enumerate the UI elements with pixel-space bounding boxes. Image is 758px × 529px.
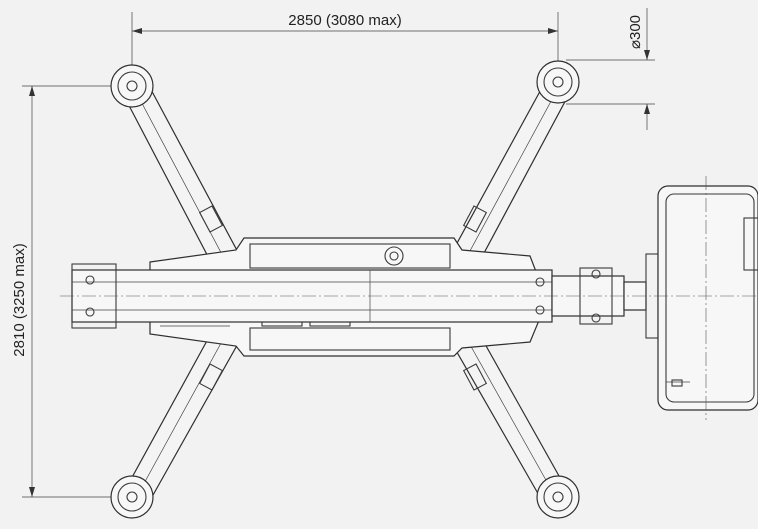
outrigger-pad-top-right bbox=[536, 60, 580, 104]
height-dimension: 2810 (3250 max) bbox=[11, 85, 130, 498]
width-dimension-label: 2850 (3080 max) bbox=[288, 12, 401, 29]
outrigger-arm-top-left bbox=[123, 83, 241, 269]
width-dimension: 2850 (3080 max) bbox=[131, 12, 559, 70]
pad-diameter-label: ⌀300 bbox=[627, 15, 644, 49]
outrigger-pad-bottom-right bbox=[536, 475, 580, 519]
outrigger-pad-top-left bbox=[110, 64, 154, 108]
height-dimension-label: 2810 (3250 max) bbox=[11, 243, 28, 356]
pad-diameter-dimension: ⌀300 bbox=[566, 8, 655, 130]
outrigger-pad-bottom-left bbox=[110, 475, 154, 519]
work-platform-basket bbox=[657, 185, 758, 411]
outrigger-arm-top-right bbox=[449, 83, 569, 269]
